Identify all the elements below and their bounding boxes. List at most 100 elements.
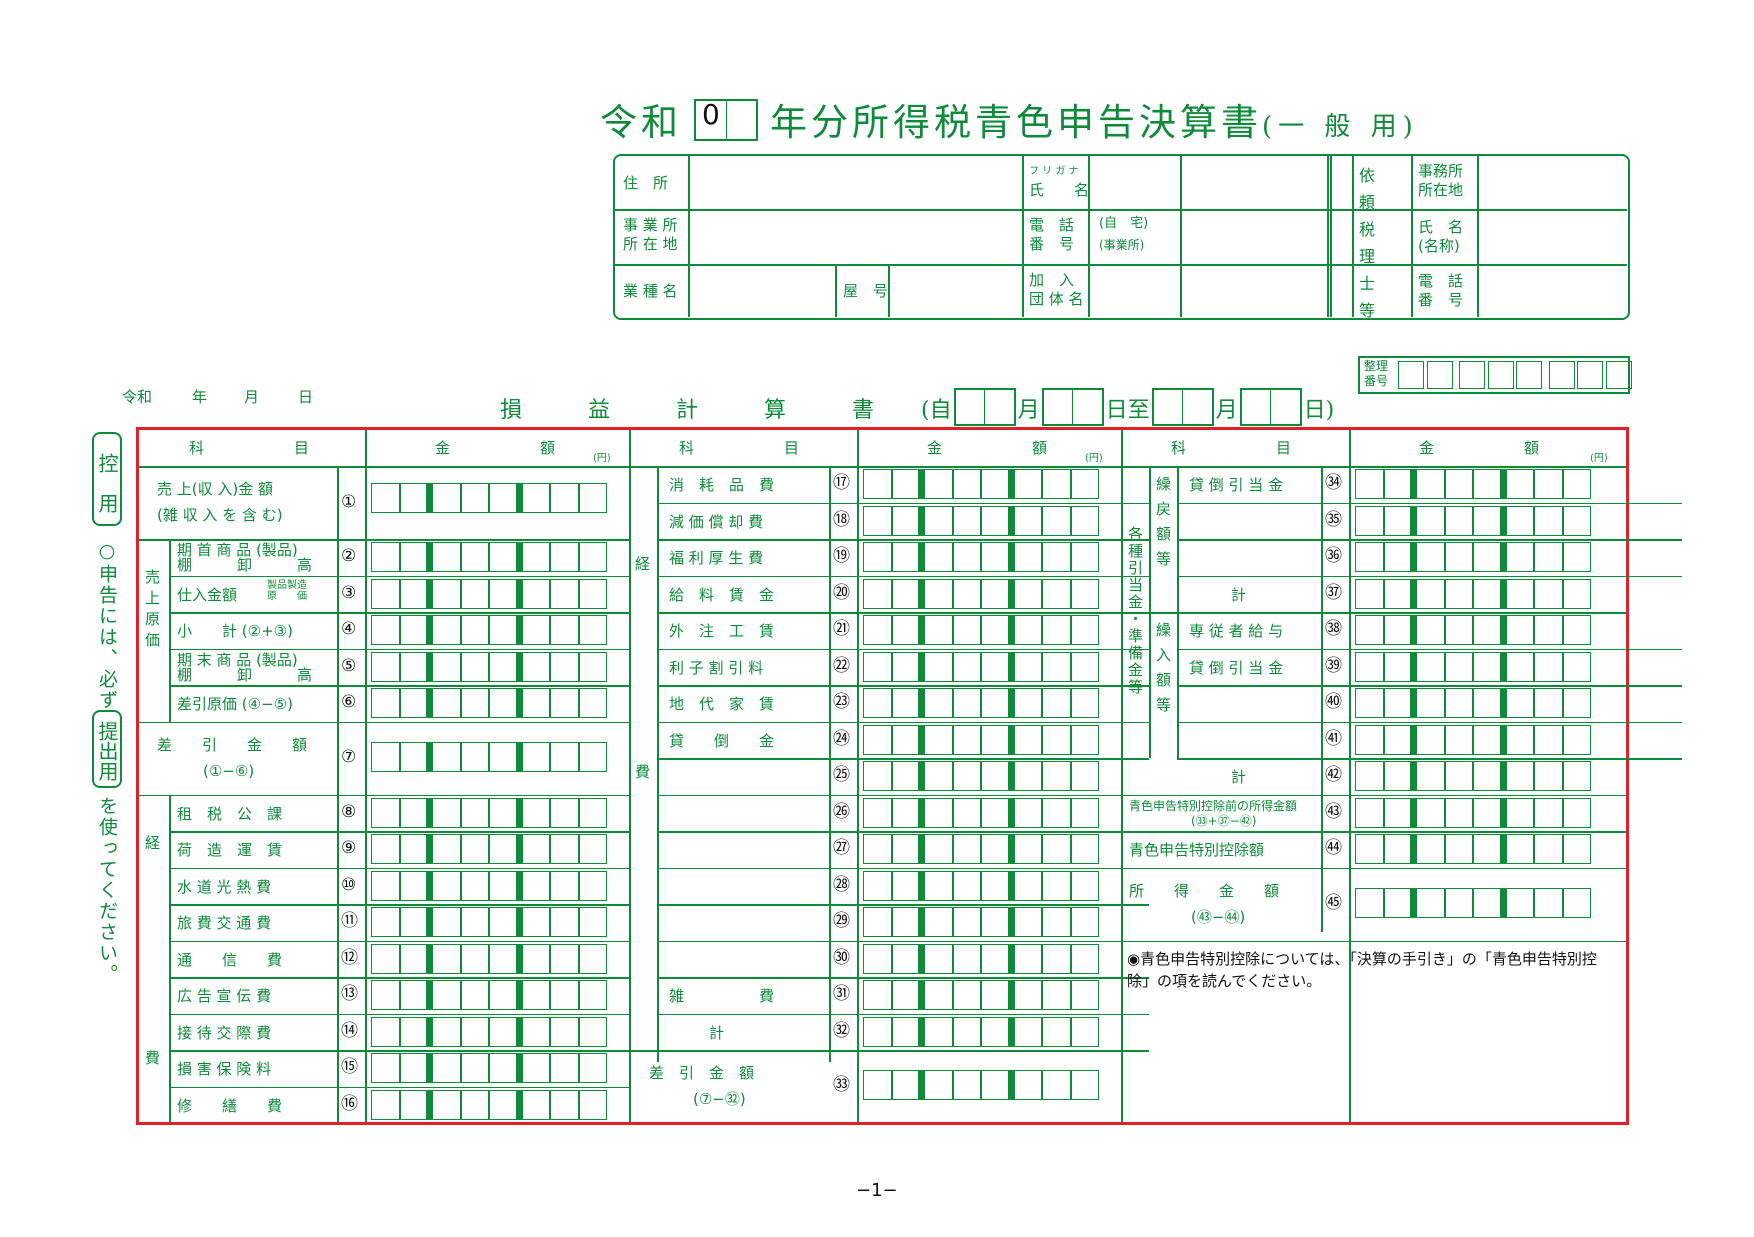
blank-reserve-field-40[interactable] [1181, 689, 1299, 717]
amount-blank-30[interactable] [863, 943, 1099, 974]
trade-name-field[interactable] [895, 270, 1015, 314]
amount-interest[interactable] [863, 651, 1099, 682]
amount-outsourcing[interactable] [863, 615, 1099, 645]
serial-digit-cell[interactable] [1548, 361, 1575, 389]
amount-freight[interactable] [371, 834, 607, 864]
amount-sales[interactable] [371, 483, 607, 513]
num-17: ⑰ [833, 473, 850, 494]
num-7: ⑦ [341, 747, 357, 767]
amount-cogs-subtotal[interactable] [371, 615, 607, 645]
amount-reserve-42[interactable] [1355, 761, 1591, 791]
num-19: ⑲ [833, 546, 850, 567]
amount-comm[interactable] [371, 943, 607, 974]
opening-inventory-label-1: 期 首 商 品 (製品) [177, 541, 298, 559]
purchases-note-2: 原 価 [267, 590, 307, 602]
blank-expense-field-29[interactable] [661, 908, 811, 936]
num-40: ㊵ [1325, 692, 1342, 713]
pre-deduction-label: 青色申告特別控除前の所得金額 [1129, 798, 1298, 813]
num-43: ㊸ [1325, 801, 1342, 822]
amount-blank-29[interactable] [863, 907, 1099, 937]
amount-blank-26[interactable] [863, 797, 1099, 828]
amount-blue-deduction[interactable] [1355, 834, 1591, 864]
blank-expense-field-30[interactable] [661, 945, 811, 973]
amount-misc[interactable] [863, 980, 1099, 1010]
from-day-box[interactable] [1041, 388, 1104, 426]
to-day-label: 日) [1303, 398, 1335, 423]
amount-travel[interactable] [371, 907, 607, 937]
amount-net-cogs[interactable] [371, 688, 607, 718]
submit-use-label: 提出用 [92, 710, 122, 788]
address-field[interactable] [695, 162, 1015, 206]
amount-entertain[interactable] [371, 1016, 607, 1047]
blank-reserve-field-41[interactable] [1181, 726, 1299, 754]
num-26: ㉖ [833, 801, 850, 822]
amount-reserve-36[interactable] [1355, 542, 1591, 572]
amount-reserve-40[interactable] [1355, 688, 1591, 718]
num-22: ㉒ [833, 655, 850, 676]
serial-digit-cell[interactable] [1426, 361, 1453, 389]
amount-bad_debt[interactable] [863, 724, 1099, 755]
to-day-box[interactable] [1239, 388, 1302, 426]
amount-welfare[interactable] [863, 542, 1099, 572]
year-input[interactable]: 0 [694, 98, 758, 141]
amount-blank-27[interactable] [863, 834, 1099, 864]
amount-blank-28[interactable] [863, 870, 1099, 901]
amount-depreciation[interactable] [863, 505, 1099, 536]
amount-ads[interactable] [371, 980, 607, 1010]
amount-reserve-35[interactable] [1355, 505, 1591, 536]
amount-insurance[interactable] [371, 1053, 607, 1083]
col3-yen-unit: (円) [1590, 453, 1608, 464]
blank-reserve-field-35[interactable] [1181, 507, 1299, 535]
amount-blank-25[interactable] [863, 761, 1099, 791]
amount-salaries[interactable] [863, 578, 1099, 609]
amount-rent[interactable] [863, 688, 1099, 718]
serial-digit-cell[interactable] [1459, 361, 1485, 389]
num-13: ⑬ [341, 984, 358, 1005]
amount-net[interactable] [863, 1070, 1099, 1100]
amount-total[interactable] [863, 1016, 1099, 1047]
amount-reserve-41[interactable] [1355, 724, 1591, 755]
blank-expense-field-26[interactable] [661, 799, 811, 827]
serial-number-box[interactable]: 整理番号 [1358, 356, 1632, 394]
amount-reserve-37[interactable] [1355, 578, 1591, 609]
col2-amount-header: 金 額 [927, 439, 1048, 457]
num-41: ㊶ [1325, 728, 1342, 749]
serial-digit-cell[interactable] [1398, 361, 1424, 389]
num-25: ㉕ [833, 765, 850, 786]
blank-expense-field-28[interactable] [661, 872, 811, 900]
office-address-label: 事 業 所所 在 地 [623, 216, 678, 253]
num-31: ㉛ [833, 984, 850, 1005]
expense-total-label: 計 [709, 1023, 725, 1042]
amount-supplies[interactable] [863, 469, 1099, 499]
name-field[interactable] [1187, 162, 1322, 206]
blank-expense-field-25[interactable] [661, 762, 811, 790]
num-14: ⑭ [341, 1020, 358, 1041]
amount-pre-deduction[interactable] [1355, 797, 1591, 828]
amount-reserve-39[interactable] [1355, 651, 1591, 682]
amount-repairs[interactable] [371, 1089, 607, 1120]
cogs-subtotal-label: 小 計 (②+③) [177, 622, 293, 640]
amount-income[interactable] [1355, 887, 1591, 918]
num-39: ㊴ [1325, 655, 1342, 676]
business-type-field[interactable] [695, 270, 835, 314]
association-field[interactable] [1095, 270, 1175, 314]
office-address-field[interactable] [695, 216, 1015, 260]
blank-expense-field-27[interactable] [661, 835, 811, 863]
num-27: ㉗ [833, 838, 850, 859]
serial-digit-cell[interactable] [1516, 361, 1542, 389]
serial-label: 整理番号 [1364, 359, 1389, 388]
serial-digit-cell[interactable] [1577, 361, 1603, 389]
amount-gross[interactable] [371, 741, 607, 772]
amount-utilities[interactable] [371, 870, 607, 901]
from-month-box[interactable] [953, 388, 1016, 426]
blank-reserve-field-36[interactable] [1181, 543, 1299, 571]
amount-taxes[interactable] [371, 797, 607, 828]
serial-digit-cell[interactable] [1487, 361, 1514, 389]
amount-opening-inventory[interactable] [371, 542, 607, 572]
amount-reserve-34[interactable] [1355, 469, 1591, 499]
to-month-box[interactable] [1151, 388, 1214, 426]
serial-digit-cell[interactable] [1605, 361, 1632, 389]
amount-closing-inventory[interactable] [371, 651, 607, 682]
amount-reserve-38[interactable] [1355, 615, 1591, 645]
amount-purchases[interactable] [371, 578, 607, 609]
